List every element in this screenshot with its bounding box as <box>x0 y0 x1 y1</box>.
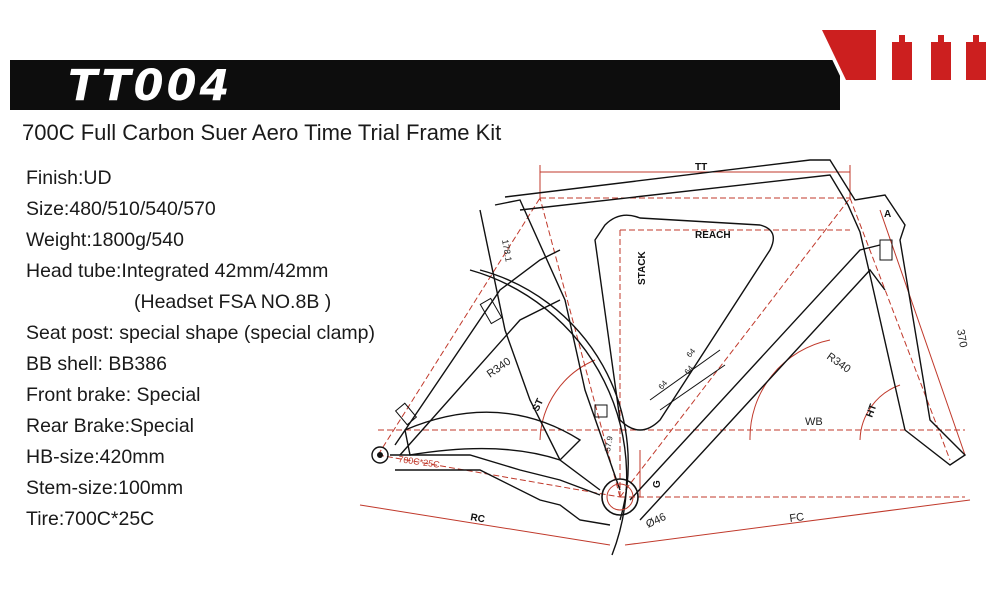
label-tire-note: 700C*25C <box>398 454 441 470</box>
banner-stripes <box>818 30 1000 80</box>
frame-outline <box>390 159 967 556</box>
title-banner: TT004 <box>0 30 1000 111</box>
spec-finish: Finish:UD <box>26 167 112 189</box>
bottom-bracket <box>601 478 639 516</box>
label-r340-left: R340 <box>485 356 513 381</box>
label-bb-diameter: Ø46 <box>644 511 668 531</box>
label-a: A <box>884 209 891 220</box>
label-fc: FC <box>789 511 805 525</box>
spec-tire: Tire:700C*25C <box>26 508 155 530</box>
label-ht: HT <box>864 403 879 419</box>
spec-size: Size:480/510/540/570 <box>26 198 216 220</box>
label-64a: 64 <box>657 378 670 391</box>
label-64b: 64 <box>683 363 696 376</box>
spec-seat-post: Seat post: special shape (special clamp) <box>26 322 376 344</box>
spec-front-brake: Front brake: Special <box>26 384 201 406</box>
label-g: G <box>652 480 663 488</box>
rear-dropout <box>371 446 389 464</box>
label-wb: WB <box>805 416 823 428</box>
label-st: ST <box>531 397 546 413</box>
model-name: TT004 <box>68 61 233 111</box>
dimension-arrows <box>359 165 971 546</box>
label-rc: RC <box>469 512 485 525</box>
spec-bb-shell: BB shell: BB386 <box>26 353 167 375</box>
spec-hb-size: HB-size:420mm <box>26 446 165 468</box>
title-bar <box>10 60 840 110</box>
rear-axle <box>377 452 383 458</box>
label-57: 57.9 <box>603 435 615 452</box>
frame-geometry-drawing: TT REACH STACK ST HT WB RC FC G A R340 R… <box>359 159 971 556</box>
page-subtitle: 700C Full Carbon Suer Aero Time Trial Fr… <box>22 120 502 145</box>
label-178: 178.1 <box>500 239 514 263</box>
label-tt: TT <box>695 162 707 173</box>
spec-head-tube: Head tube:Integrated 42mm/42mm <box>26 260 329 282</box>
spec-headset: (Headset FSA NO.8B ) <box>134 291 332 313</box>
label-r340-right: R340 <box>824 351 852 376</box>
label-stack: STACK <box>637 251 648 285</box>
spec-rear-brake: Rear Brake:Special <box>26 415 194 437</box>
dimension-lines <box>377 197 965 498</box>
frame-details <box>394 239 893 426</box>
spec-stem-size: Stem-size:100mm <box>26 477 184 499</box>
label-370: 370 <box>954 328 969 348</box>
label-64c: 64 <box>685 346 698 359</box>
label-reach: REACH <box>695 230 731 241</box>
spec-list: Finish:UD Size:480/510/540/570 Weight:18… <box>26 164 375 536</box>
dimension-labels: TT REACH STACK ST HT WB RC FC G A R340 R… <box>398 162 969 531</box>
spec-weight: Weight:1800g/540 <box>26 229 184 251</box>
bottom-bracket-inner <box>606 483 634 511</box>
